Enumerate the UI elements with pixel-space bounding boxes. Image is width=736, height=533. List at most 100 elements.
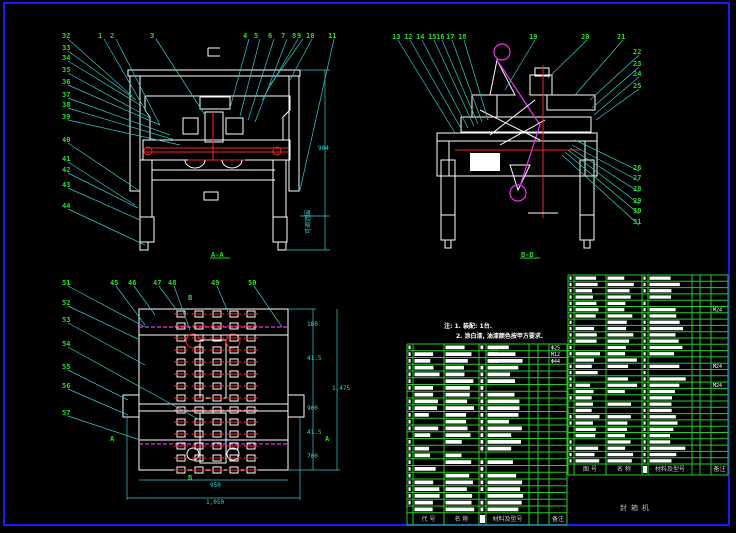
cell-text bbox=[607, 301, 626, 305]
cell-text bbox=[607, 427, 627, 431]
cell-value: 480 bbox=[489, 345, 498, 351]
callout-label: 52 bbox=[62, 299, 70, 307]
callout-label: 57 bbox=[62, 409, 70, 417]
leader-line bbox=[67, 388, 129, 416]
cell-text bbox=[445, 494, 473, 498]
cell-text bbox=[607, 402, 632, 406]
leader-line bbox=[421, 39, 469, 129]
callout-label: 36 bbox=[62, 78, 70, 86]
leader-line bbox=[67, 415, 141, 441]
cell-text bbox=[487, 507, 519, 512]
cell-text bbox=[480, 392, 484, 397]
leader-line bbox=[67, 60, 141, 106]
cell-text bbox=[445, 379, 474, 383]
cell-text bbox=[643, 352, 646, 356]
callout-label: 6 bbox=[268, 32, 272, 40]
cell-text bbox=[487, 487, 521, 491]
cell-text bbox=[607, 440, 631, 444]
cell-text bbox=[569, 452, 572, 457]
drawing-title: 封箱机 bbox=[620, 503, 653, 512]
cell-text bbox=[487, 406, 520, 410]
cell-text bbox=[569, 314, 572, 318]
cell-text bbox=[445, 406, 474, 410]
cell-text bbox=[480, 413, 484, 417]
cell-text bbox=[408, 500, 411, 505]
cell-text bbox=[643, 333, 646, 337]
leader-line bbox=[103, 38, 151, 119]
cell-text bbox=[643, 314, 646, 318]
view-label-a-a: A-A bbox=[211, 251, 224, 259]
cell-text bbox=[607, 333, 634, 337]
cell-text bbox=[607, 314, 633, 318]
leader-line bbox=[564, 151, 640, 215]
leader-line bbox=[463, 39, 489, 121]
cell-text bbox=[643, 326, 646, 331]
cell-text bbox=[649, 320, 680, 324]
cell-text bbox=[445, 372, 465, 377]
cell-text bbox=[643, 415, 646, 419]
leader-line bbox=[569, 147, 640, 193]
cell-text bbox=[575, 364, 592, 368]
cell-text bbox=[643, 358, 646, 362]
callout-label: 2 bbox=[110, 32, 114, 40]
leader-line bbox=[155, 38, 206, 116]
section-mark: B bbox=[188, 474, 192, 482]
cell-text bbox=[575, 333, 597, 337]
callout-label: 42 bbox=[62, 166, 70, 174]
leader-line bbox=[299, 38, 335, 191]
cell-text bbox=[569, 446, 572, 450]
cell-text bbox=[607, 276, 625, 280]
cell-text bbox=[487, 359, 523, 363]
callout-label: 45 bbox=[110, 279, 118, 287]
section-mark: A bbox=[110, 435, 115, 443]
leader-line bbox=[67, 142, 139, 191]
cell-text bbox=[649, 295, 671, 299]
callout-label: 35 bbox=[62, 66, 70, 74]
cell-text bbox=[649, 345, 683, 350]
leader-line bbox=[173, 285, 191, 331]
callout-label: 23 bbox=[633, 60, 641, 68]
cell-text bbox=[445, 453, 462, 458]
cell-text bbox=[607, 320, 627, 324]
cell-text bbox=[408, 352, 411, 356]
cell-text bbox=[575, 383, 591, 387]
cell-text bbox=[408, 426, 411, 431]
cell-text bbox=[649, 402, 672, 406]
cell-text bbox=[643, 396, 646, 400]
cell-text bbox=[445, 399, 468, 404]
dimension-label: 180 bbox=[307, 321, 318, 328]
cell-text bbox=[607, 295, 631, 299]
cell-text bbox=[414, 399, 438, 404]
cell-text bbox=[445, 359, 468, 363]
cell-text bbox=[480, 379, 484, 383]
leader-line bbox=[289, 38, 313, 81]
cell-text bbox=[569, 295, 572, 299]
leader-line bbox=[67, 172, 139, 209]
callout-label: 32 bbox=[62, 32, 70, 40]
cell-text bbox=[408, 399, 411, 404]
plan-view bbox=[122, 308, 340, 500]
leader-line bbox=[67, 50, 137, 101]
cell-text bbox=[480, 467, 484, 471]
cell-text bbox=[575, 415, 600, 419]
leader-line bbox=[67, 208, 146, 246]
leader-line bbox=[595, 88, 640, 121]
callout-label: 24 bbox=[633, 70, 641, 78]
cell-text bbox=[569, 326, 572, 331]
cell-text bbox=[649, 276, 671, 280]
cell-text bbox=[445, 473, 470, 478]
callout-label: 31 bbox=[633, 218, 641, 226]
cell-text bbox=[569, 415, 572, 419]
cell-text bbox=[408, 359, 411, 363]
callout-label: 20 bbox=[581, 33, 589, 41]
cell-text bbox=[575, 308, 599, 312]
callout-label: 8 bbox=[292, 32, 296, 40]
cell-text bbox=[643, 427, 646, 431]
dimension-label: 904 bbox=[318, 145, 329, 152]
cell-text bbox=[649, 415, 676, 419]
callout-label: 51 bbox=[62, 279, 70, 287]
cell-text bbox=[575, 282, 598, 287]
leader-line bbox=[247, 38, 275, 121]
leader-line bbox=[67, 187, 141, 221]
cell-text bbox=[487, 392, 515, 397]
